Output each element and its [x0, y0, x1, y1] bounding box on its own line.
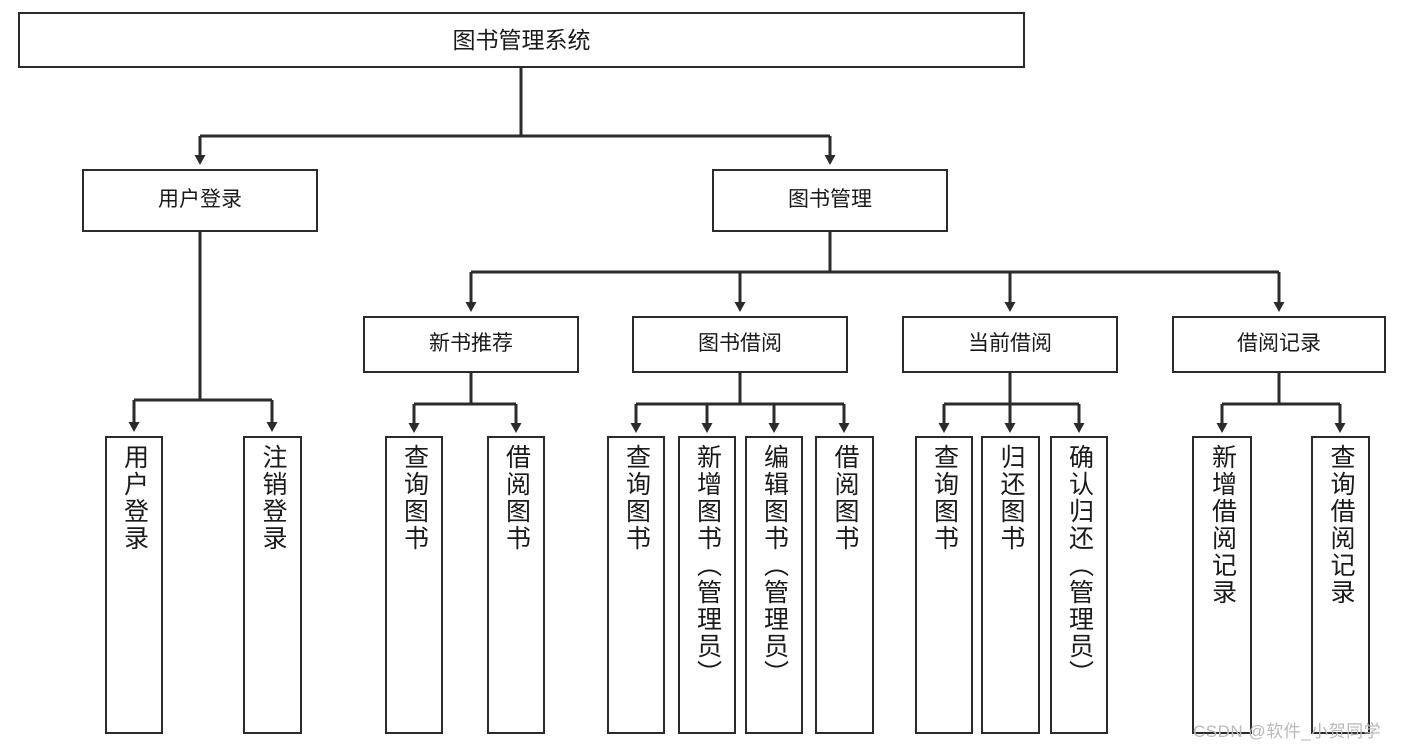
node-leaf-return-book[interactable]: 归还图书 — [981, 436, 1040, 734]
node-leaf-user-logout[interactable]: 注销登录 — [243, 436, 302, 734]
node-book-borrow-label: 图书借阅 — [698, 332, 782, 356]
node-leaf-query-book-rec-label: 查询图书 — [400, 444, 429, 552]
node-book-manage-label: 图书管理 — [788, 188, 872, 212]
node-new-book-rec-label: 新书推荐 — [429, 332, 513, 356]
node-current-borrow-label: 当前借阅 — [968, 332, 1052, 356]
node-leaf-add-book[interactable]: 新增图书（管理员） — [678, 436, 736, 734]
node-leaf-borrow-book-rec-label: 借阅图书 — [502, 444, 531, 552]
node-current-borrow[interactable]: 当前借阅 — [902, 316, 1118, 373]
node-leaf-edit-book[interactable]: 编辑图书（管理员） — [745, 436, 803, 734]
node-leaf-query-book-rec[interactable]: 查询图书 — [385, 436, 443, 734]
node-borrow-record[interactable]: 借阅记录 — [1172, 316, 1386, 373]
node-leaf-query-book-cur[interactable]: 查询图书 — [915, 436, 973, 734]
node-user-login[interactable]: 用户登录 — [82, 169, 318, 232]
node-leaf-query-record-label: 查询借阅记录 — [1327, 444, 1355, 606]
node-leaf-add-record-label: 新增借阅记录 — [1208, 444, 1237, 606]
csdn-watermark: CSDN @软件_小贺同学 — [1193, 722, 1382, 741]
node-leaf-borrow-book-rec[interactable]: 借阅图书 — [487, 436, 545, 734]
node-leaf-query-book-cur-label: 查询图书 — [930, 444, 959, 552]
node-book-borrow[interactable]: 图书借阅 — [632, 316, 848, 373]
node-leaf-query-book-label: 查询图书 — [622, 444, 651, 552]
node-leaf-borrow-book[interactable]: 借阅图书 — [815, 436, 874, 734]
node-borrow-record-label: 借阅记录 — [1237, 332, 1321, 356]
node-leaf-add-book-label: 新增图书（管理员） — [693, 444, 722, 687]
node-leaf-return-book-label: 归还图书 — [997, 444, 1025, 552]
node-leaf-user-login-label: 用户登录 — [120, 444, 149, 552]
node-leaf-confirm-return[interactable]: 确认归还（管理员） — [1050, 436, 1108, 734]
node-leaf-confirm-return-label: 确认归还（管理员） — [1065, 444, 1094, 687]
node-leaf-borrow-book-label: 借阅图书 — [831, 444, 859, 552]
node-root[interactable]: 图书管理系统 — [18, 12, 1025, 68]
node-leaf-query-book[interactable]: 查询图书 — [607, 436, 665, 734]
node-book-manage[interactable]: 图书管理 — [712, 169, 948, 232]
node-leaf-user-login[interactable]: 用户登录 — [105, 436, 163, 734]
node-leaf-edit-book-label: 编辑图书（管理员） — [760, 444, 789, 687]
node-new-book-rec[interactable]: 新书推荐 — [363, 316, 579, 373]
node-leaf-query-record[interactable]: 查询借阅记录 — [1311, 436, 1370, 734]
node-user-login-label: 用户登录 — [158, 188, 242, 212]
node-leaf-add-record[interactable]: 新增借阅记录 — [1192, 436, 1252, 734]
node-leaf-user-logout-label: 注销登录 — [259, 444, 287, 552]
node-root-label: 图书管理系统 — [452, 26, 591, 53]
